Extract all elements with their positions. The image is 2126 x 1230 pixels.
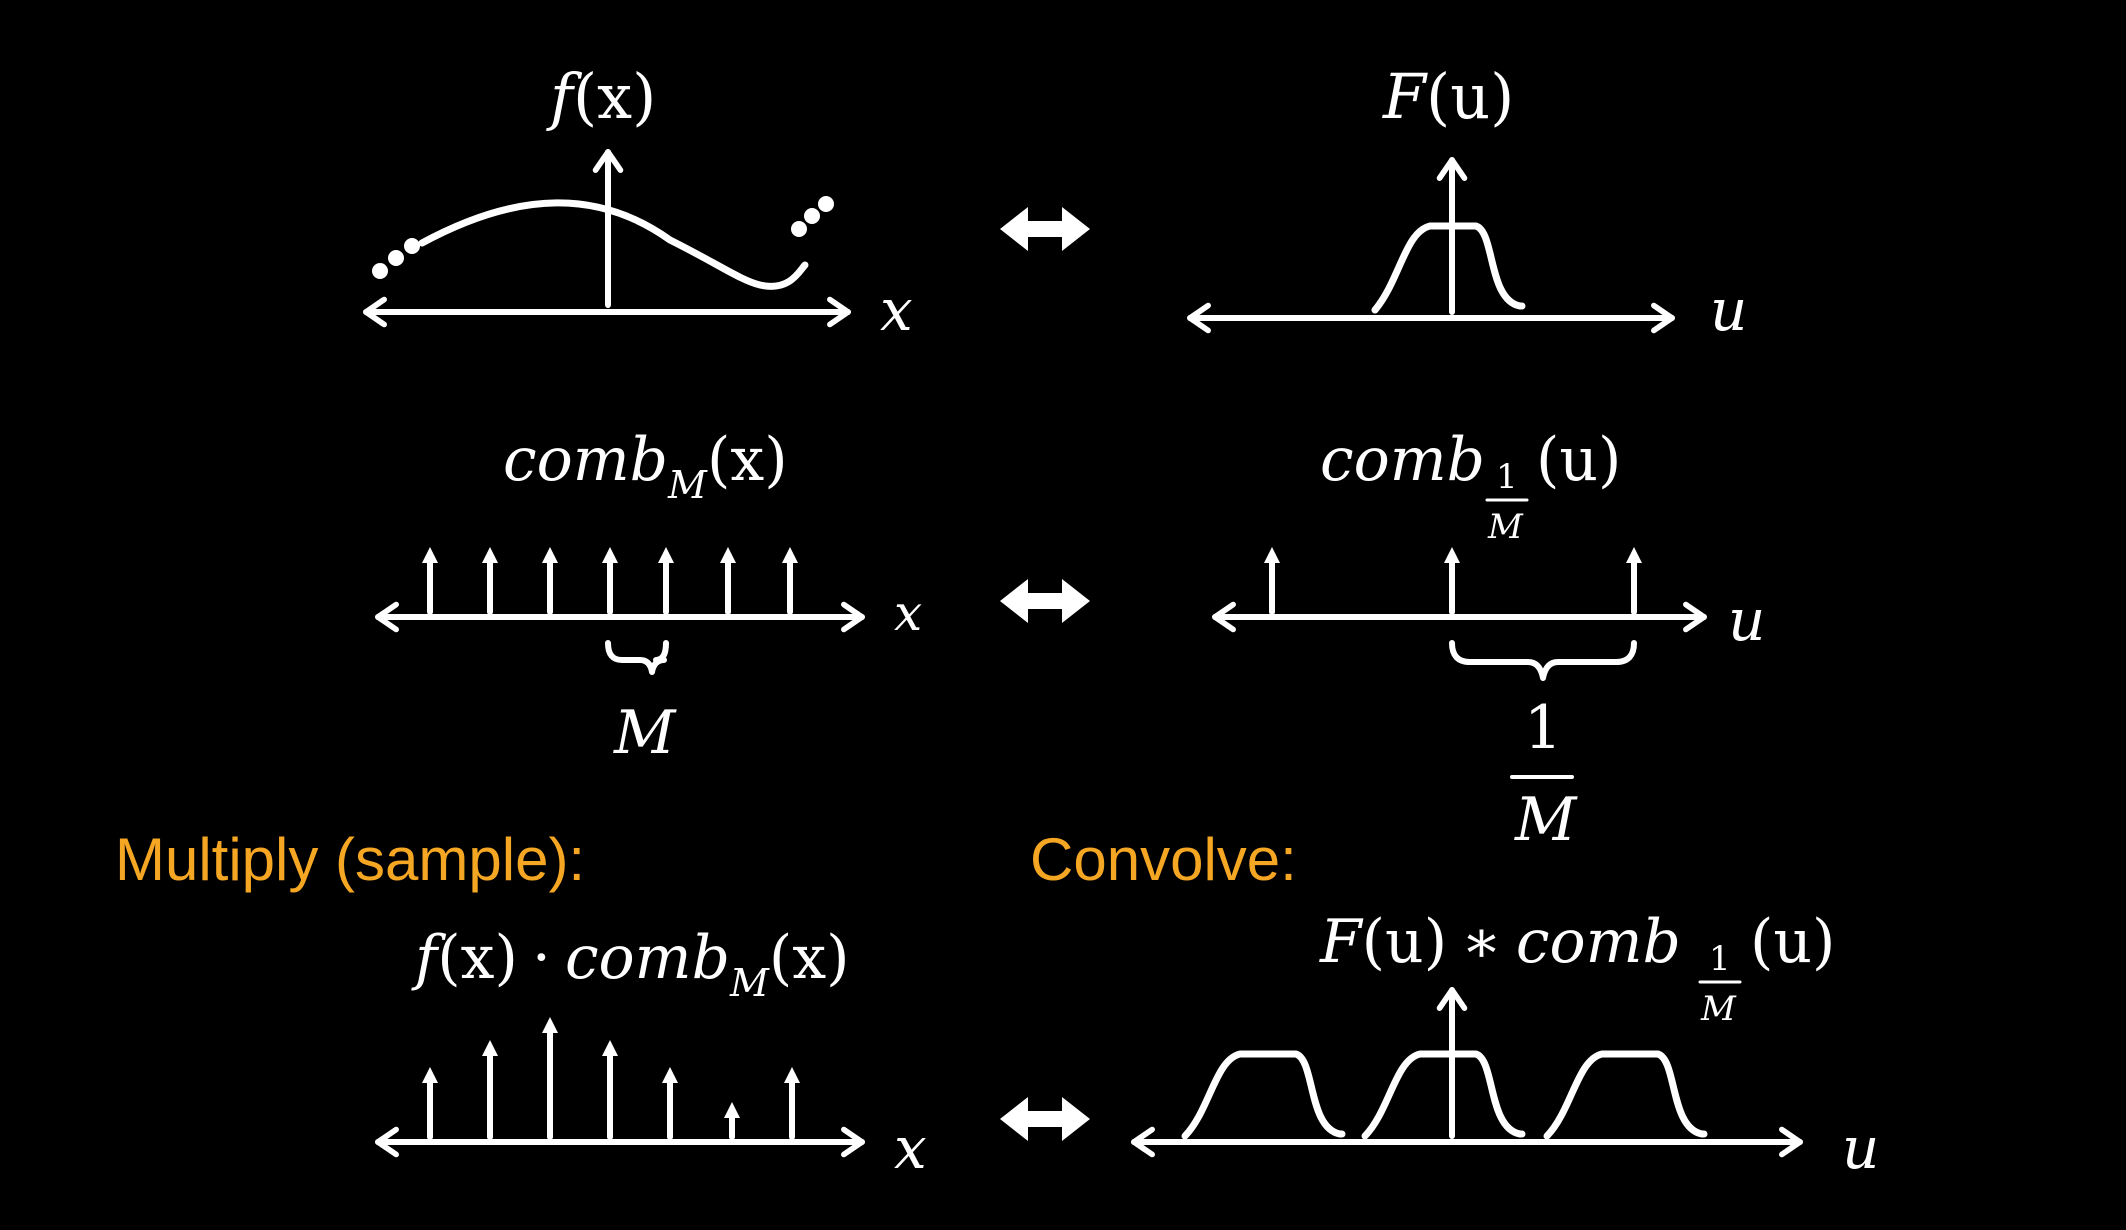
comb-m-label: combM(x) <box>503 425 788 507</box>
comb-arg: (u) <box>1750 907 1835 977</box>
row3-right-plot: F(u)∗comb 1 M (u) u <box>1131 907 1879 1182</box>
impulse-train <box>1264 547 1642 615</box>
spectrum-replica <box>1181 1050 1346 1140</box>
row2-left-plot: combM(x) M x <box>375 425 922 768</box>
multiply-heading: Multiply (sample): <box>115 826 585 893</box>
x-axis-label: x <box>880 276 913 344</box>
comb-arg: (u) <box>1536 425 1621 495</box>
spacing-brace <box>605 640 669 675</box>
spectrum-replica <box>1361 1050 1526 1140</box>
u-axis-label: u <box>1710 276 1747 344</box>
spacing-brace <box>1449 640 1637 681</box>
f-x-label: f(x) <box>546 60 656 133</box>
spacing-numerator: 1 <box>1524 693 1562 763</box>
signal-curve <box>418 199 809 290</box>
row1-right-plot: F(u) u <box>1187 60 1747 344</box>
row3-left-plot: f(x)·combM(x) x <box>375 923 927 1182</box>
double-arrow-icon <box>1000 207 1090 251</box>
product-label: f(x)·combM(x) <box>411 923 850 1005</box>
spectrum-replicas <box>1181 1050 1708 1140</box>
x-axis-label: x <box>894 1114 927 1182</box>
double-arrow-icon <box>1000 1097 1090 1141</box>
ellipsis-dot <box>791 221 807 237</box>
sub-numerator: 1 <box>1709 939 1731 979</box>
convolve-heading: Convolve: <box>1030 826 1297 893</box>
ellipsis-dot <box>404 238 420 254</box>
x-axis-label: x <box>894 584 922 642</box>
row1-left-plot: f(x) x <box>363 60 913 344</box>
convolution-label: F(u)∗comb <box>1319 907 1681 977</box>
double-arrow-icon <box>1000 579 1090 623</box>
ellipsis-dot <box>388 250 404 266</box>
sub-numerator: 1 <box>1496 457 1518 497</box>
F-u-label: F(u) <box>1382 60 1514 133</box>
sub-denominator: M <box>1700 989 1737 1029</box>
ellipsis-dot <box>818 196 834 212</box>
ellipsis-dot <box>372 263 388 279</box>
u-axis-label: u <box>1728 586 1765 654</box>
comb-1-over-m-label: comb <box>1320 425 1485 495</box>
spectrum-bump <box>1371 222 1526 314</box>
row2-right-plot: comb 1 M (u) 1 M u <box>1212 425 1765 855</box>
ellipsis-dot <box>804 208 820 224</box>
spacing-denominator: M <box>1514 785 1578 855</box>
u-axis-label: u <box>1842 1114 1879 1182</box>
spectrum-replica <box>1543 1050 1708 1140</box>
spacing-label-M: M <box>613 698 677 768</box>
sub-denominator: M <box>1487 507 1524 547</box>
sampled-impulses <box>422 1017 800 1140</box>
impulse-train <box>422 547 798 615</box>
